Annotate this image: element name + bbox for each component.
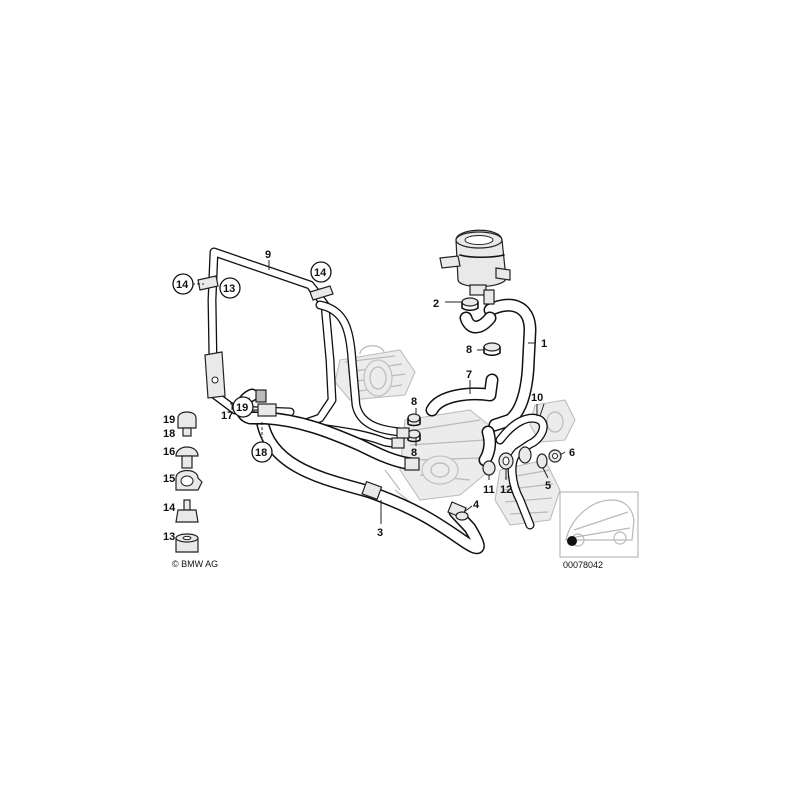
label-part-18: 18 (255, 447, 267, 459)
legend-label-13: 13 (163, 531, 175, 543)
line-10 (495, 413, 548, 530)
label-part-2: 2 (433, 298, 439, 310)
legend-label-15: 15 (163, 473, 175, 485)
small-parts-legend: 19 18 16 15 14 13 © BMW AG (163, 411, 218, 569)
hydraulic-line-9 (197, 247, 337, 430)
legend-label-18: 18 (163, 428, 175, 440)
label-part-6: 6 (569, 447, 575, 459)
label-part-7: 7 (466, 369, 472, 381)
label-part-8-top: 8 (466, 344, 472, 356)
catalog-number: 00078042 (563, 560, 603, 570)
label-part-12: 12 (500, 484, 512, 496)
label-part-14-right: 14 (314, 267, 327, 279)
legend-label-19: 19 (163, 414, 175, 426)
vehicle-locator-thumbnail: 00078042 (559, 491, 639, 570)
locator-marker-icon (567, 536, 577, 546)
label-part-11: 11 (483, 484, 495, 496)
label-part-19: 19 (236, 402, 248, 414)
suction-hose-1 (459, 298, 537, 432)
part-number-labels: 1 2 3 4 5 6 7 8 8 8 9 10 11 12 17 14 13 … (172, 249, 575, 539)
label-part-5: 5 (545, 480, 551, 492)
label-part-4: 4 (473, 499, 480, 511)
legend-label-16: 16 (163, 446, 175, 458)
label-part-14-left: 14 (176, 279, 189, 291)
label-part-17: 17 (221, 410, 233, 422)
legend-label-14: 14 (163, 502, 176, 514)
label-part-8-low: 8 (411, 447, 417, 459)
label-part-9: 9 (265, 249, 271, 261)
fluid-reservoir (439, 229, 511, 305)
label-part-1: 1 (541, 338, 547, 350)
hose-7 (425, 373, 499, 467)
label-part-10: 10 (531, 392, 543, 404)
label-part-8-mid: 8 (411, 396, 417, 408)
copyright-text: © BMW AG (172, 559, 218, 569)
label-part-13: 13 (223, 283, 235, 295)
label-part-3: 3 (377, 527, 383, 539)
